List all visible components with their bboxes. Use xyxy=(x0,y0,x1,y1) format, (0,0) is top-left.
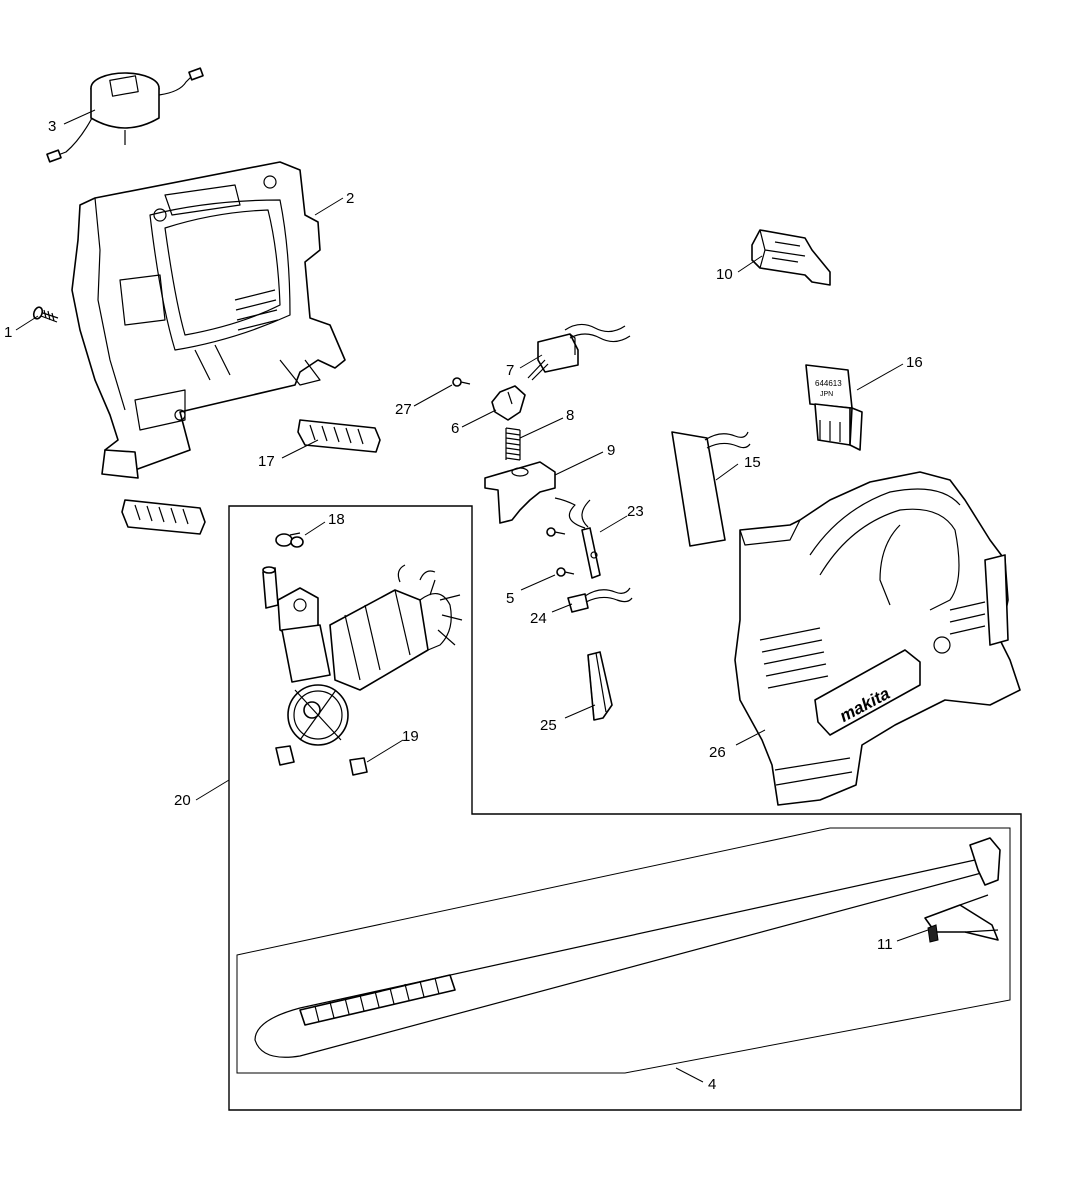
part-15-plate xyxy=(671,431,751,547)
callout-19: 19 xyxy=(402,728,419,745)
callout-labels: 3 2 1 17 10 7 16 27 6 8 9 15 23 18 5 24 … xyxy=(4,118,923,1093)
callout-15: 15 xyxy=(744,454,761,471)
callout-4: 4 xyxy=(708,1076,716,1093)
callout-27: 27 xyxy=(395,401,412,418)
part-10-connector xyxy=(751,229,831,286)
callout-1: 1 xyxy=(4,324,12,341)
callout-3: 3 xyxy=(48,118,56,135)
callout-16: 16 xyxy=(906,354,923,371)
callout-26: 26 xyxy=(709,744,726,761)
callout-7: 7 xyxy=(506,362,514,379)
part-17-vent-cap xyxy=(121,419,381,535)
part-23-switch-plate xyxy=(554,497,601,579)
part-27-screw xyxy=(452,377,471,387)
callout-17: 17 xyxy=(258,453,275,470)
callout-10: 10 xyxy=(716,266,733,283)
part-18-clip xyxy=(275,532,304,548)
part-2-housing-half xyxy=(71,161,346,479)
callout-20: 20 xyxy=(174,792,191,809)
leader-lines xyxy=(15,109,929,1083)
part-9-trigger xyxy=(484,461,556,524)
motor-pump-assembly xyxy=(262,564,463,746)
module-label-line1: 644613 xyxy=(815,379,842,388)
callout-18: 18 xyxy=(328,511,345,528)
part-11-coupler xyxy=(924,894,999,943)
part-5-screw-b xyxy=(556,567,575,577)
callout-24: 24 xyxy=(530,610,547,627)
callout-5: 5 xyxy=(506,590,514,607)
part-4-grease-hose xyxy=(254,837,1001,1058)
assembly-4-boundary xyxy=(236,827,1011,1074)
part-19-block xyxy=(275,745,368,776)
callout-6: 6 xyxy=(451,420,459,437)
part-5-screw-a xyxy=(546,527,566,537)
assembly-20-boundary xyxy=(228,505,1022,1111)
part-24-small-switch xyxy=(567,587,633,613)
part-25-brush-holder xyxy=(587,651,613,721)
module-label-line2: JPN xyxy=(820,391,833,398)
part-6-lever xyxy=(491,385,526,421)
callout-23: 23 xyxy=(627,503,644,520)
callout-11: 11 xyxy=(877,936,893,953)
callout-8: 8 xyxy=(566,407,574,424)
callout-25: 25 xyxy=(540,717,557,734)
part-16-controller-module: 644613 JPN xyxy=(805,364,863,451)
part-1-screw xyxy=(32,306,59,323)
part-26-main-housing: makita xyxy=(734,471,1021,806)
part-8-spring xyxy=(505,427,521,461)
part-7-micro-switch xyxy=(527,323,631,381)
callout-2: 2 xyxy=(346,190,354,207)
callout-9: 9 xyxy=(607,442,615,459)
part-3-display-gauge xyxy=(46,67,204,163)
